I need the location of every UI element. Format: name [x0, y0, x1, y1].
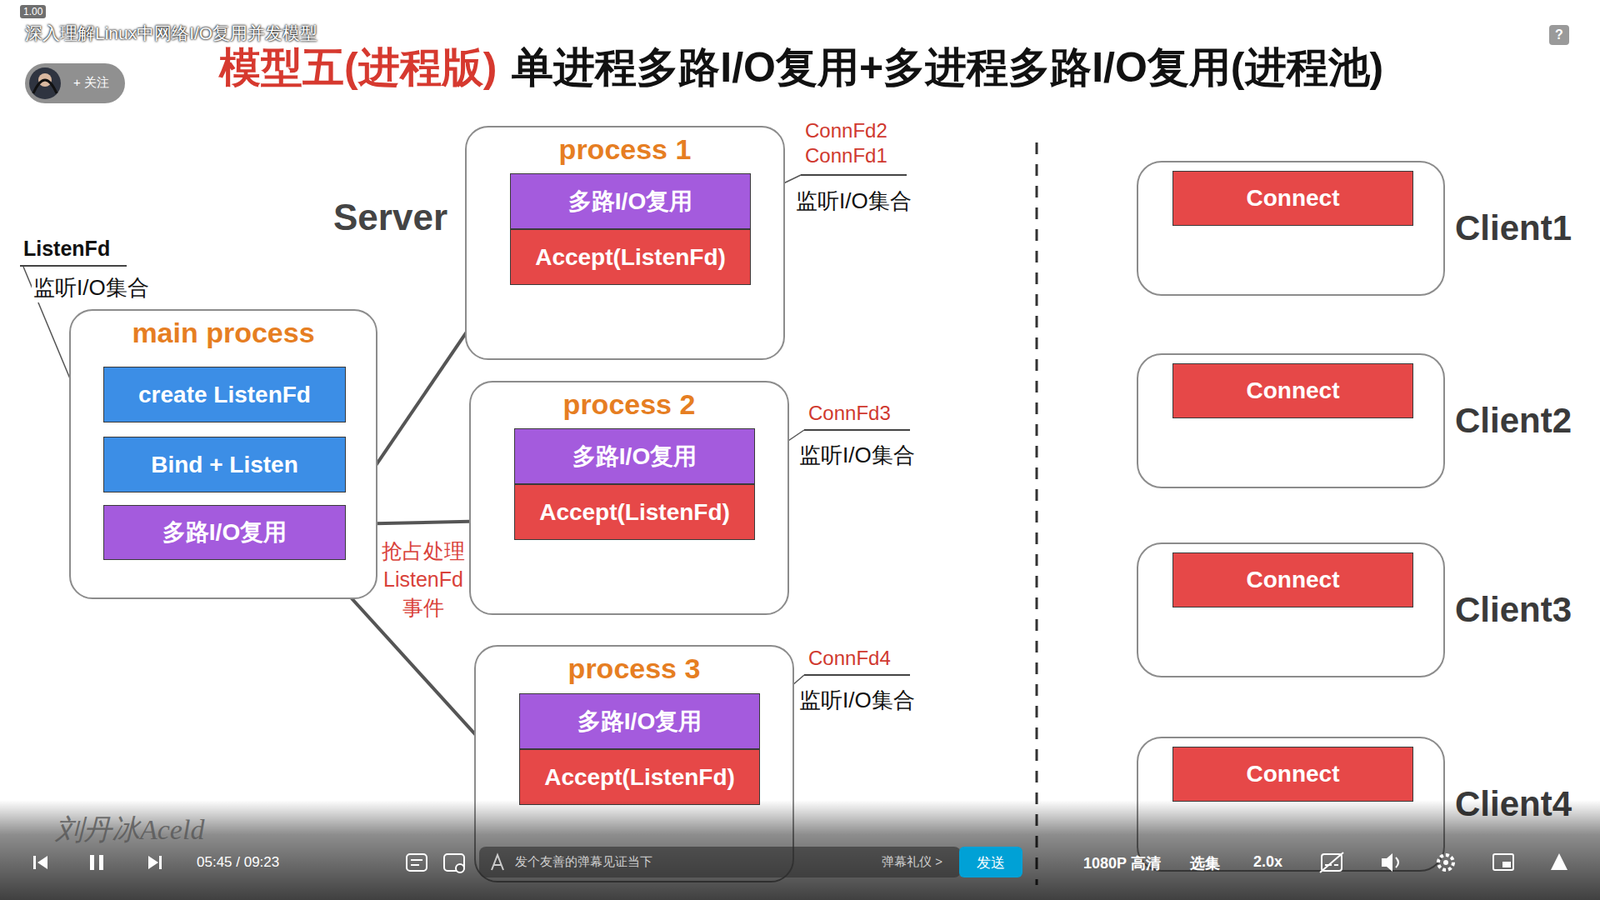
set-label: 监听I/O集合 — [799, 685, 915, 715]
connfd-label: ConnFd4 — [808, 646, 891, 670]
io-multiplex-box: 多路I/O复用 — [103, 505, 346, 560]
io-multiplex-label: 多路I/O复用 — [568, 185, 693, 218]
next-icon — [159, 855, 162, 870]
action-box: Connect — [1172, 363, 1414, 419]
action-box: Accept(ListenFd) — [510, 229, 751, 285]
help-icon-box — [1549, 25, 1570, 45]
process-container: main process create ListenFdBind + Listen… — [69, 309, 378, 600]
danmaku-icon — [410, 860, 423, 865]
process-title: main process — [70, 310, 376, 350]
client-box: Client1Connect — [1136, 160, 1445, 296]
help-icon: ? — [1555, 27, 1564, 43]
action-label: Connect — [1246, 566, 1340, 594]
action-box: Accept(ListenFd) — [519, 749, 760, 805]
pause-icon — [99, 855, 104, 870]
io-multiplex-box: 多路I/O复用 — [519, 693, 760, 750]
follow-button: + 关注 — [73, 75, 110, 91]
step-box: Bind + Listen — [103, 436, 346, 493]
set-label: 监听I/O集合 — [31, 273, 151, 303]
send-button: 发送 — [976, 853, 1005, 873]
process-title: process 3 — [475, 646, 793, 686]
action-label: Accept(ListenFd) — [535, 244, 726, 271]
settings-icon — [1438, 855, 1454, 870]
pause-icon — [90, 855, 95, 870]
next-icon — [148, 855, 159, 870]
settings-icon — [1443, 860, 1449, 865]
divider-line — [1035, 142, 1039, 885]
episodes-option: 选集 — [1190, 853, 1220, 874]
action-box: Accept(ListenFd) — [514, 484, 755, 540]
action-label: Connect — [1246, 185, 1340, 212]
action-label: Connect — [1246, 377, 1340, 405]
connfd-label: ConnFd3 — [808, 401, 891, 425]
client-box: Client3Connect — [1136, 542, 1445, 678]
speed-badge: 1.00 — [20, 5, 46, 19]
pip-icon — [1502, 861, 1511, 868]
set-label: 监听I/O集合 — [795, 186, 912, 216]
quality-option: 1080P 高清 — [1083, 853, 1161, 874]
connfd-label: ConnFd1 — [805, 144, 888, 168]
underline — [804, 429, 910, 431]
io-multiplex-box: 多路I/O复用 — [514, 428, 755, 485]
heading-model: 模型五(进程版) — [219, 45, 497, 91]
heading-row: 模型五(进程版) 单进程多路I/O复用+多进程多路I/O复用(进程池) — [219, 45, 1384, 91]
process-title: process 2 — [470, 382, 788, 422]
pip-icon — [1493, 854, 1514, 870]
underline — [20, 265, 127, 267]
process-title: process 1 — [466, 127, 784, 167]
connfd-label: ConnFd2 — [805, 119, 888, 143]
action-label: Accept(ListenFd) — [539, 499, 730, 526]
prev-icon — [33, 855, 36, 870]
watermark: 刘丹冰Aceld — [55, 810, 205, 850]
fullscreen-icon — [1550, 853, 1568, 870]
subtitle-icon — [1320, 852, 1344, 873]
step-label: create ListenFd — [138, 381, 311, 409]
edge-label: 抢占处理 ListenFd 事件 — [378, 537, 469, 622]
io-multiplex-label: 多路I/O复用 — [577, 705, 702, 738]
client-name: Client3 — [1455, 590, 1572, 630]
io-multiplex-label: 多路I/O复用 — [572, 440, 697, 473]
action-box: Connect — [1172, 746, 1414, 802]
time-display: 05:45 / 09:23 — [196, 854, 280, 871]
client-name: Client2 — [1455, 400, 1572, 441]
avatar — [29, 67, 61, 100]
client-box: Client2Connect — [1136, 353, 1445, 489]
action-label: Accept(ListenFd) — [544, 764, 735, 791]
process-container: process 2 多路I/O复用 Accept(ListenFd) — [469, 380, 790, 615]
volume-icon — [1381, 853, 1393, 872]
prev-icon — [37, 855, 48, 870]
client-name: Client1 — [1455, 208, 1572, 249]
avatar-hair — [33, 80, 57, 94]
text-style-icon — [491, 855, 504, 870]
set-label: 监听I/O集合 — [799, 440, 915, 470]
danmaku-input — [479, 846, 961, 878]
underline — [804, 674, 910, 676]
send-button-box — [959, 846, 1023, 878]
fd-name: ListenFd — [23, 236, 110, 261]
server-label: Server — [333, 196, 448, 239]
heading-subtitle: 单进程多路I/O复用+多进程多路I/O复用(进程池) — [511, 45, 1384, 91]
process-container: process 1 多路I/O复用 Accept(ListenFd) — [465, 125, 785, 360]
action-box: Connect — [1172, 552, 1414, 608]
danmaku-icon — [406, 854, 427, 871]
io-multiplex-box: 多路I/O复用 — [510, 173, 751, 230]
danmaku-settings-icon — [455, 864, 465, 873]
action-label: Connect — [1246, 760, 1340, 788]
step-label: Bind + Listen — [150, 451, 299, 479]
speed-option: 2.0x — [1253, 853, 1283, 871]
underline — [800, 174, 907, 176]
io-multiplex-label: 多路I/O复用 — [162, 516, 287, 549]
danmaku-etiquette: 弹幕礼仪 > — [881, 854, 943, 870]
follow-pill — [25, 63, 125, 104]
video-title: 深入理解Linux中网络I/O复用并发模型 — [25, 21, 318, 45]
action-box: Connect — [1172, 170, 1414, 226]
step-box: create ListenFd — [103, 366, 346, 423]
danmaku-placeholder: 发个友善的弹幕见证当下 — [515, 854, 653, 870]
volume-icon — [1395, 857, 1399, 868]
